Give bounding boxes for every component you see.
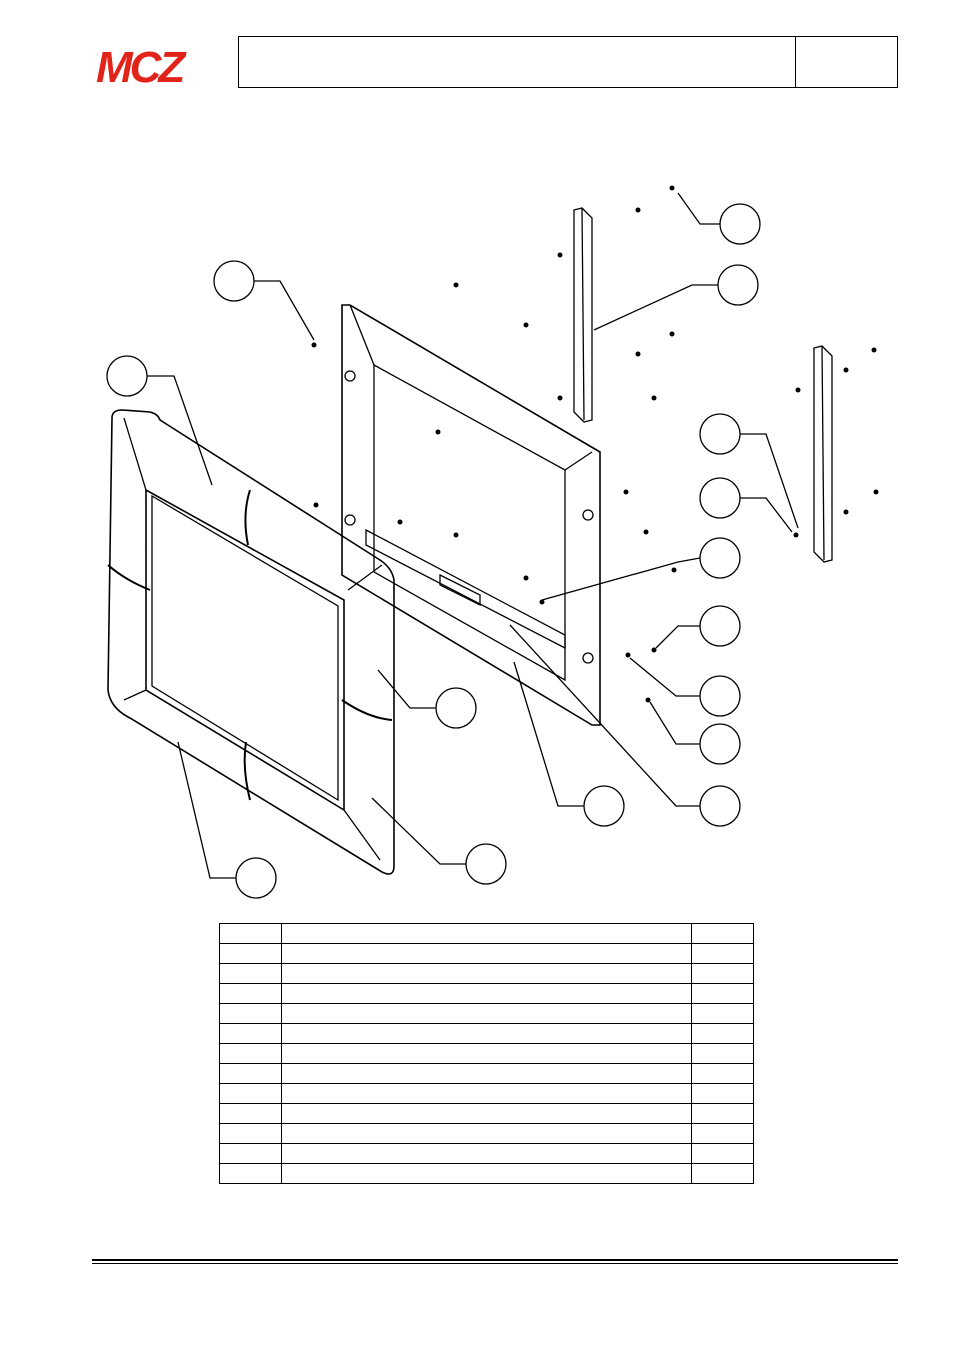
cell xyxy=(219,943,282,964)
cell xyxy=(281,1163,692,1184)
cell xyxy=(281,943,692,964)
cell xyxy=(219,1003,282,1024)
cell xyxy=(281,1123,692,1144)
header-description xyxy=(281,923,692,944)
cell xyxy=(219,983,282,1004)
table-row xyxy=(219,1163,754,1184)
cell xyxy=(691,943,754,964)
side-brackets xyxy=(573,207,833,563)
cell xyxy=(691,1043,754,1064)
cell xyxy=(281,1143,692,1164)
screws xyxy=(311,185,879,703)
header-code xyxy=(691,923,754,944)
cell xyxy=(691,983,754,1004)
cell xyxy=(219,1103,282,1124)
svg-text:MCZ: MCZ xyxy=(96,44,187,86)
callouts xyxy=(106,192,799,899)
cell xyxy=(691,1103,754,1124)
table-row xyxy=(219,983,754,1004)
cell xyxy=(691,1063,754,1084)
table-header-row xyxy=(219,923,754,944)
table-row xyxy=(219,1003,754,1024)
cell xyxy=(219,963,282,984)
cell xyxy=(691,1143,754,1164)
table-row xyxy=(219,943,754,964)
table-row xyxy=(219,1103,754,1124)
cell xyxy=(691,1023,754,1044)
table-row xyxy=(219,1063,754,1084)
footer-rule-thin xyxy=(92,1263,898,1264)
front-frame xyxy=(107,409,395,875)
cell xyxy=(219,1163,282,1184)
footer-rule xyxy=(92,1259,898,1261)
table-row xyxy=(219,1043,754,1064)
title-box xyxy=(238,36,796,88)
cell xyxy=(691,1003,754,1024)
back-frame xyxy=(341,304,601,726)
cell xyxy=(281,1103,692,1124)
table-row xyxy=(219,1083,754,1104)
exploded-diagram xyxy=(106,185,879,899)
cell xyxy=(691,1083,754,1104)
cell xyxy=(219,1123,282,1144)
cell xyxy=(281,1043,692,1064)
cell xyxy=(219,1043,282,1064)
cell xyxy=(691,963,754,984)
table-row xyxy=(219,1123,754,1144)
header-position xyxy=(219,923,282,944)
mcz-logo: MCZ xyxy=(96,44,190,86)
cell xyxy=(219,1063,282,1084)
cell xyxy=(281,1023,692,1044)
page-number-box xyxy=(796,36,898,88)
table-row xyxy=(219,963,754,984)
cell xyxy=(281,963,692,984)
cell xyxy=(281,1083,692,1104)
cell xyxy=(691,1123,754,1144)
cell xyxy=(219,1023,282,1044)
parts-table xyxy=(219,923,754,1184)
cell xyxy=(281,1003,692,1024)
cell xyxy=(219,1143,282,1164)
cell xyxy=(281,1063,692,1084)
table-row xyxy=(219,1143,754,1164)
cell xyxy=(691,1163,754,1184)
table-row xyxy=(219,1023,754,1044)
cell xyxy=(281,983,692,1004)
cell xyxy=(219,1083,282,1104)
